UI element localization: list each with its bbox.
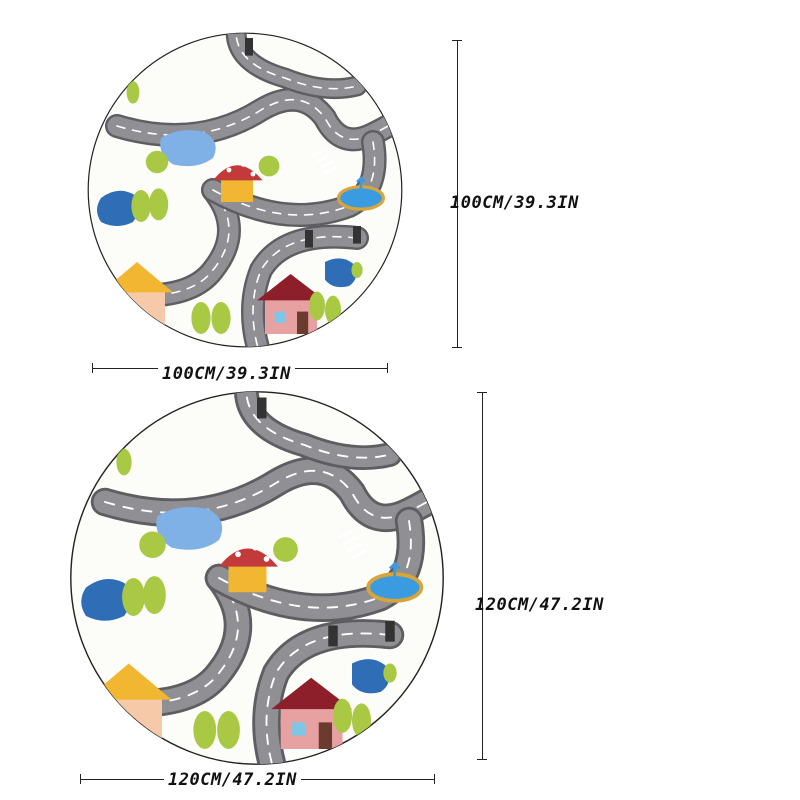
rug-small-height-line [457,40,458,348]
rug-small-height-tick-bottom [452,347,462,348]
rug-large-height-line [482,392,483,760]
rug-small-width-tick-left [92,363,93,373]
rug-small-image [85,30,405,350]
rug-small-height-label: 100CM/39.3IN [450,193,579,213]
rug-small-width-label: 100CM/39.3IN [158,364,295,384]
rug-large-height-tick-bottom [477,759,487,760]
rug-large-height-label: 120CM/47.2IN [475,595,604,615]
road-play-mat-small [87,32,403,348]
rug-large-height-tick-top [477,392,487,393]
rug-large-width-tick-right [434,774,435,784]
rug-small-width-tick-right [387,363,388,373]
rug-large-image [67,388,447,768]
rug-large-width-tick-left [80,774,81,784]
road-play-mat-large [70,391,444,765]
rug-small-height-tick-top [452,40,462,41]
rug-large-width-label: 120CM/47.2IN [164,770,301,790]
